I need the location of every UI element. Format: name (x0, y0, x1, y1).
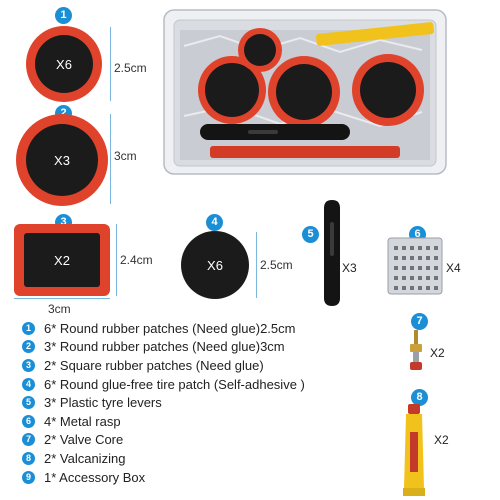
glue-tube-qty: X2 (434, 433, 449, 447)
square-patch (14, 224, 110, 296)
metal-rasp-icon (387, 237, 443, 295)
list-badge: 8 (22, 451, 35, 465)
list-item: 2 3* Round rubber patches (Need glue)3cm (22, 338, 305, 357)
valve-core-qty: X2 (430, 346, 445, 360)
patch-4-size: 2.5cm (260, 258, 293, 272)
list-text: 2* Valve Core (44, 432, 124, 448)
list-item: 7 2* Valve Core (22, 431, 305, 450)
list-badge: 1 (22, 321, 35, 335)
patch-3-height: 2.4cm (120, 253, 153, 267)
valve-core-icon (410, 330, 422, 370)
patch-2-size: 3cm (114, 149, 137, 163)
round-patch-small (26, 26, 102, 102)
badge-4: 4 (206, 214, 223, 231)
list-item: 8 2* Valcanizing (22, 449, 305, 468)
tyre-lever-icon (324, 200, 340, 306)
list-badge: 2 (22, 340, 35, 354)
rasp-qty: X4 (446, 261, 461, 275)
list-text: 6* Round glue-free tire patch (Self-adhe… (44, 376, 305, 392)
patch-3-width: 3cm (48, 302, 71, 316)
list-text: 3* Round rubber patches (Need glue)3cm (44, 339, 285, 355)
accessory-box (163, 9, 447, 175)
list-badge: 6 (22, 414, 35, 428)
measure-line-3h (14, 298, 110, 299)
measure-line-1 (110, 27, 111, 101)
list-badge: 5 (22, 396, 35, 410)
round-patch-large (16, 114, 108, 206)
contents-list: 1 6* Round rubber patches (Need glue)2.5c… (22, 319, 305, 486)
list-item: 6 4* Metal rasp (22, 412, 305, 431)
list-text: 6* Round rubber patches (Need glue)2.5cm (44, 320, 296, 336)
list-text: 4* Metal rasp (44, 413, 121, 429)
list-text: 2* Valcanizing (44, 450, 126, 466)
measure-line-4 (256, 232, 257, 298)
lever-qty: X3 (342, 261, 357, 275)
list-item: 9 1* Accessory Box (22, 468, 305, 487)
glue-tube-icon (403, 404, 425, 496)
badge-1: 1 (55, 7, 72, 24)
patch-1-qty: X6 (56, 56, 72, 72)
list-badge: 7 (22, 433, 35, 447)
list-item: 4 6* Round glue-free tire patch (Self-adh… (22, 375, 305, 394)
list-text: 2* Square rubber patches (Need glue) (44, 357, 264, 373)
badge-7: 7 (411, 313, 428, 330)
measure-line-2 (110, 114, 111, 204)
glue-free-patch (181, 231, 249, 299)
list-badge: 9 (22, 470, 35, 484)
patch-4-qty: X6 (207, 257, 223, 273)
list-item: 5 3* Plastic tyre levers (22, 393, 305, 412)
list-text: 1* Accessory Box (44, 469, 146, 485)
patch-1-size: 2.5cm (114, 61, 147, 75)
list-item: 1 6* Round rubber patches (Need glue)2.5c… (22, 319, 305, 338)
patch-3-qty: X2 (54, 252, 70, 268)
list-badge: 4 (22, 377, 35, 391)
measure-line-3v (116, 224, 117, 296)
list-badge: 3 (22, 358, 35, 372)
badge-5: 5 (302, 226, 319, 243)
patch-2-qty: X3 (54, 152, 70, 168)
badge-8: 8 (411, 389, 428, 406)
list-item: 3 2* Square rubber patches (Need glue) (22, 356, 305, 375)
list-text: 3* Plastic tyre levers (44, 395, 162, 411)
